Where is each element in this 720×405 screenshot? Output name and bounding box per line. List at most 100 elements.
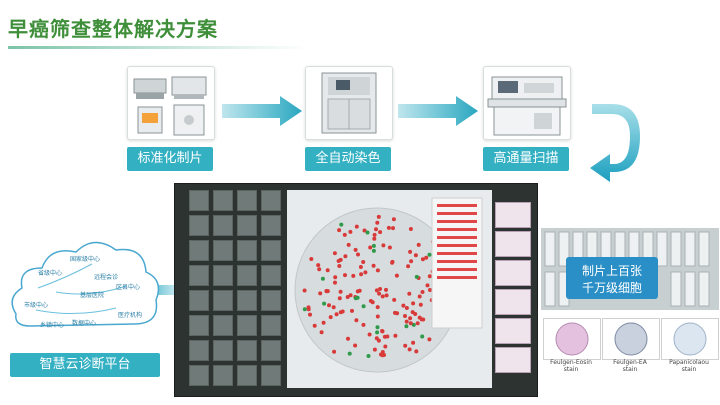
cell-marker [374, 336, 379, 341]
cell-marker [361, 260, 366, 264]
cloud-node-national: 国家级中心 [70, 256, 101, 263]
cell-marker [355, 295, 360, 300]
cloud-node-township: 乡镇中心 [40, 322, 65, 329]
stain-sample-2 [602, 318, 660, 360]
cell-marker [386, 225, 391, 230]
slide-overview-viewer [287, 190, 492, 388]
cell-marker [318, 291, 323, 296]
cell-marker [391, 226, 395, 231]
cell-gallery [495, 202, 533, 377]
cell-marker [378, 230, 383, 235]
cell-marker [333, 280, 337, 285]
cell-marker [337, 228, 342, 233]
cell-marker [306, 305, 311, 310]
cell-marker [413, 253, 418, 258]
cell-marker [375, 314, 380, 319]
cell-marker [355, 289, 360, 294]
cell-marker [390, 259, 395, 264]
cell-marker [384, 287, 388, 292]
cloud-network-diagram [11, 241, 160, 327]
cell-marker [372, 347, 377, 352]
cell-marker [411, 340, 416, 345]
cell-marker [343, 254, 348, 259]
cell-marker [375, 325, 380, 330]
cell-marker [337, 296, 342, 301]
cell-marker [354, 224, 359, 229]
cell-marker [322, 301, 327, 306]
cloud-node-city: 市级中心 [24, 302, 49, 309]
cell-marker [382, 334, 387, 339]
cell-marker [342, 232, 347, 237]
cell-marker [328, 315, 333, 320]
cell-marker [424, 255, 429, 260]
cell-marker [420, 334, 425, 339]
cell-marker [312, 323, 317, 328]
step-label-auto-staining: 全自动染色 [305, 147, 391, 171]
cell-marker [393, 310, 397, 315]
cell-marker [408, 227, 413, 231]
cell-marker [427, 274, 432, 279]
cell-marker [354, 318, 359, 323]
cell-marker [361, 304, 366, 309]
cloud-node-institution: 医疗机构 [118, 312, 143, 319]
cloud-node-county: 区县中心 [116, 284, 141, 291]
cloud-node-data: 数据中心 [72, 320, 97, 327]
cell-marker [327, 303, 331, 308]
cell-marker [338, 310, 343, 315]
cell-marker [427, 252, 432, 257]
cell-marker [302, 288, 307, 293]
cell-marker [403, 343, 408, 348]
cell-marker [359, 272, 364, 277]
cell-marker [348, 229, 353, 234]
cell-marker [325, 268, 330, 273]
cell-marker [404, 319, 409, 324]
cell-marker [408, 321, 413, 326]
cell-marker [420, 257, 425, 262]
cell-marker [374, 288, 379, 293]
cell-marker [367, 332, 372, 337]
cell-marker [378, 287, 383, 291]
cell-marker [409, 259, 414, 264]
cell-marker [418, 302, 423, 307]
cell-marker [414, 274, 419, 279]
cell-marker [408, 316, 413, 321]
slide-preparation-machines-icon [133, 76, 207, 136]
cell-marker [331, 305, 336, 310]
cell-marker [428, 288, 432, 292]
cell-marker [380, 329, 385, 334]
cell-marker [381, 243, 386, 248]
stain-sample-3 [661, 318, 719, 360]
cell-marker [337, 264, 342, 268]
cell-marker [356, 252, 360, 257]
cell-marker [338, 257, 343, 262]
cell-marker [420, 290, 425, 294]
cell-marker [346, 336, 350, 341]
cell-marker [411, 322, 416, 327]
cell-marker [362, 228, 367, 233]
cell-marker [374, 227, 378, 232]
thumbnail-grid [189, 190, 281, 388]
auto-staining-machine-icon [321, 72, 377, 134]
cell-marker [401, 303, 406, 308]
cell-marker [302, 307, 307, 312]
cell-marker [393, 333, 398, 338]
cell-marker [372, 232, 377, 237]
cell-marker [383, 344, 388, 349]
cell-marker [308, 312, 312, 317]
cell-marker [407, 347, 412, 352]
cell-marker [404, 324, 409, 329]
cloud-node-provincial: 省级中心 [38, 270, 63, 277]
step-label-slide-preparation: 标准化制片 [127, 147, 213, 171]
cell-marker [353, 343, 358, 348]
curved-arrow-icon [590, 104, 640, 182]
cell-marker [338, 289, 343, 294]
title-underline [8, 46, 308, 49]
callout-line-2: 千万级细胞 [581, 281, 642, 295]
capacity-callout: 制片上百张 千万级细胞 [566, 257, 658, 299]
analysis-software-screenshot [174, 183, 538, 397]
cell-marker [427, 337, 432, 342]
cell-marker [407, 291, 412, 296]
cell-marker [363, 270, 368, 275]
